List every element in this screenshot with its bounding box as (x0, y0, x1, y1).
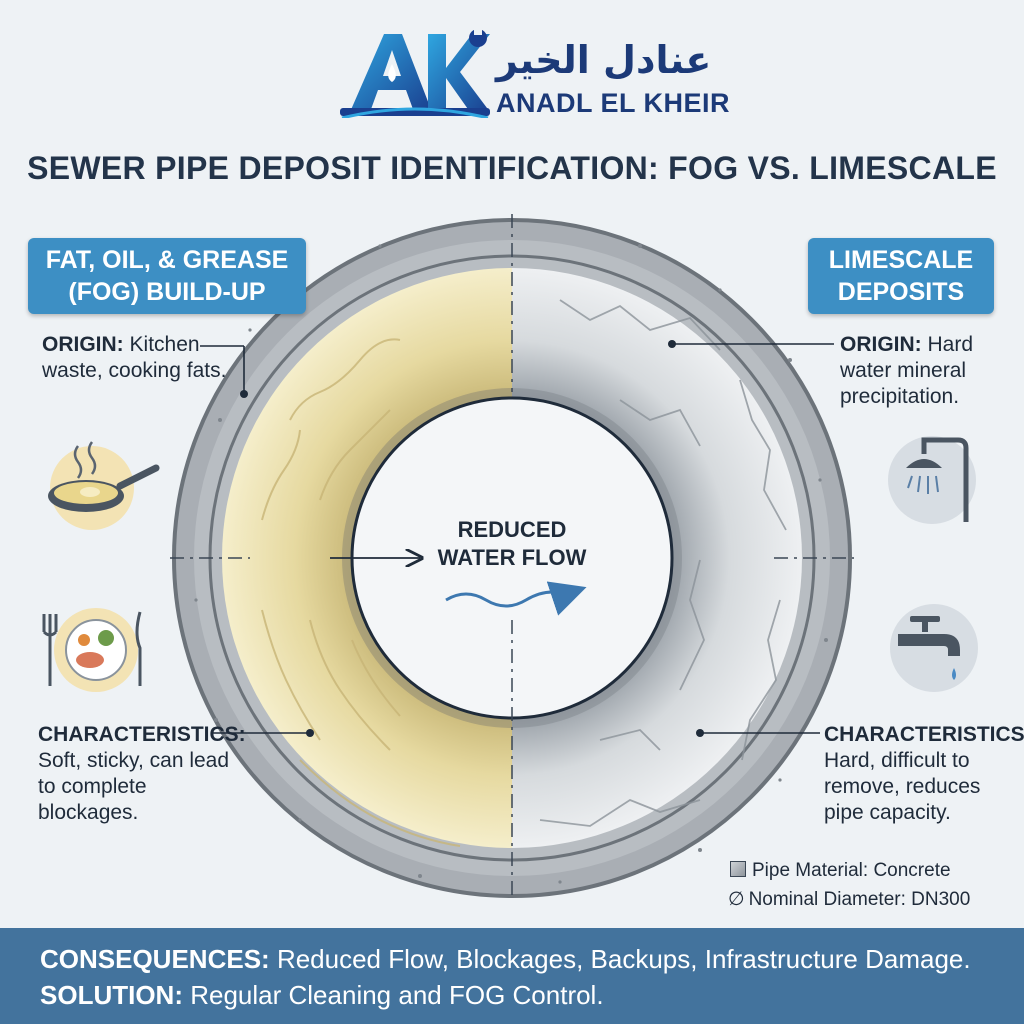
solution-label: SOLUTION: (40, 980, 183, 1010)
material-swatch-icon (730, 861, 746, 877)
consequences-text: Reduced Flow, Blockages, Backups, Infras… (276, 944, 971, 974)
limescale-characteristics-text: CHARACTERISTICS: Hard, difficult to remo… (824, 722, 1024, 826)
limescale-heading-box: LIMESCALE DEPOSITS (808, 238, 994, 314)
consequences-label: CONSEQUENCES: (40, 944, 270, 974)
flow-wave-arrow (445, 581, 587, 616)
reduced-water-flow-label: REDUCED WATER FLOW (430, 516, 594, 572)
shower-icon (888, 436, 976, 524)
limescale-origin-value: Hard water mineral precipitation. (840, 333, 974, 408)
logo-latin-name: ANADL EL KHEIR (496, 88, 731, 118)
legend-pipe-material: Pipe Material: Concrete (730, 860, 951, 882)
limescale-heading-line2: DEPOSITS (837, 278, 965, 306)
food-plate-icon (42, 608, 142, 692)
limescale-characteristics-value: Hard, difficult to remove, reduces pipe … (824, 749, 981, 824)
legend-nominal-diameter: ∅Nominal Diameter: DN300 (728, 888, 970, 911)
limescale-heading-line1: LIMESCALE (828, 246, 974, 274)
footer-banner (0, 928, 1024, 1024)
legend-material-text: Pipe Material: Concrete (752, 860, 951, 881)
solution-text: Regular Cleaning and FOG Control. (190, 980, 604, 1010)
limescale-origin-label: ORIGIN: (840, 333, 922, 356)
logo-arabic-name: عنادل الخير (496, 38, 712, 82)
limescale-origin-text: ORIGIN: Hard water mineral precipitation… (840, 332, 1010, 410)
fog-heading-box: FAT, OIL, & GREASE (FOG) BUILD-UP (28, 238, 306, 314)
legend-diameter-text: Nominal Diameter: DN300 (748, 889, 971, 910)
fog-heading-line1: FAT, OIL, & GREASE (45, 246, 289, 274)
fog-characteristics-label: CHARACTERISTICS: (38, 723, 246, 746)
diameter-symbol-icon: ∅ (728, 889, 745, 910)
fog-heading-line2: (FOG) BUILD-UP (68, 278, 266, 306)
fog-characteristics-text: CHARACTERISTICS: Soft, sticky, can lead … (38, 722, 246, 826)
footer-consequences: CONSEQUENCES: Reduced Flow, Blockages, B… (40, 944, 971, 975)
limescale-characteristics-label: CHARACTERISTICS: (824, 723, 1024, 746)
fog-origin-value: Kitchen waste, cooking fats. (42, 333, 227, 382)
frying-pan-icon (48, 441, 160, 530)
flow-label-line1: REDUCED (457, 517, 567, 542)
flow-label-line2: WATER FLOW (437, 545, 587, 570)
fog-origin-text: ORIGIN: Kitchen waste, cooking fats. (42, 332, 232, 384)
page-title: SEWER PIPE DEPOSIT IDENTIFICATION: FOG V… (27, 150, 997, 186)
company-logo-mark (340, 26, 490, 118)
fog-characteristics-value: Soft, sticky, can lead to complete block… (38, 749, 230, 824)
footer-solution: SOLUTION: Regular Cleaning and FOG Contr… (40, 980, 604, 1011)
fog-origin-label: ORIGIN: (42, 333, 124, 356)
faucet-icon (890, 604, 978, 692)
